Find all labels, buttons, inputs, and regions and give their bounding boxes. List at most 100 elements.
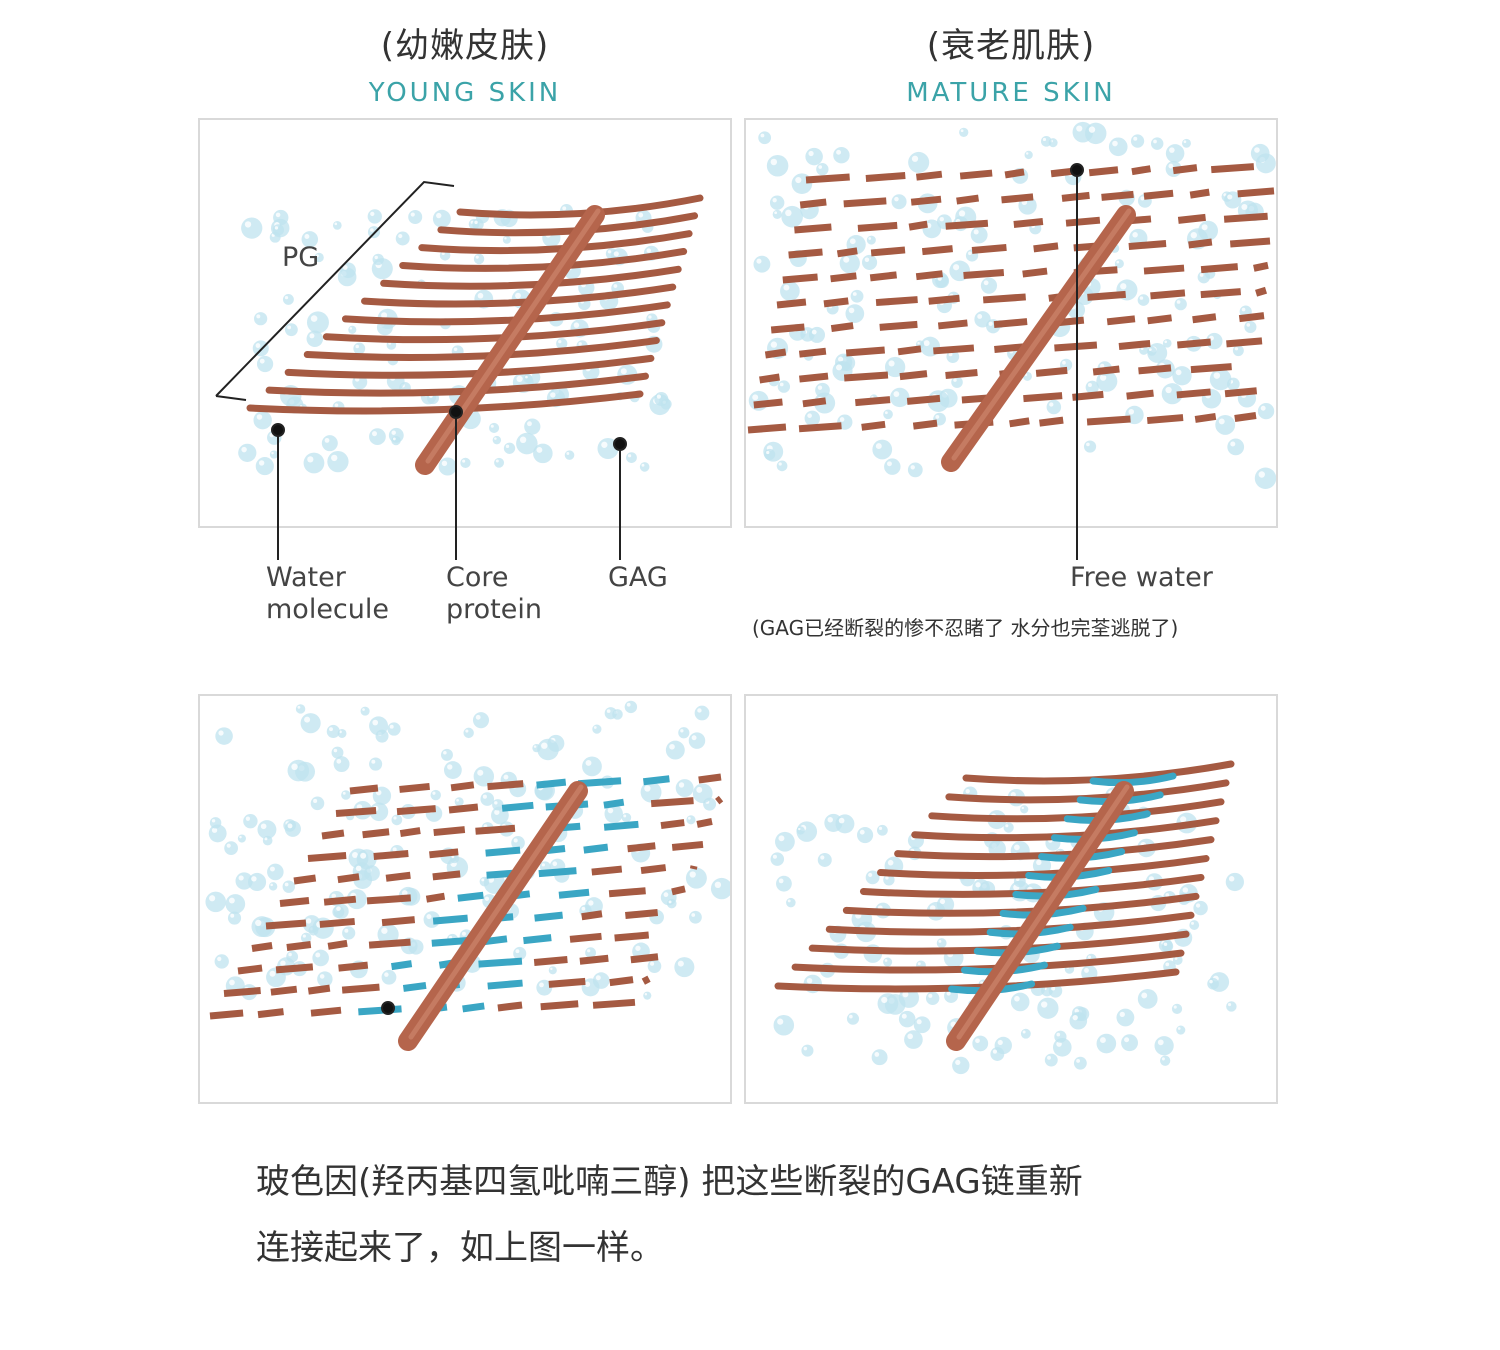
gag-fragment xyxy=(335,807,377,817)
gag-fragment xyxy=(310,1006,342,1017)
gag-fragment xyxy=(879,320,918,331)
gag-fragment xyxy=(794,223,832,234)
gag-fragment xyxy=(1176,388,1211,399)
gag-fragment xyxy=(237,964,263,975)
gag-strand xyxy=(284,354,655,379)
gag-fragment xyxy=(715,795,724,805)
gag-fragment xyxy=(1065,216,1101,227)
gag-fragment xyxy=(937,319,968,330)
gag-fragment xyxy=(627,842,656,853)
gag-fragment xyxy=(321,829,345,840)
gag-strand xyxy=(456,194,704,219)
gag-fragment xyxy=(279,897,310,907)
gag-fragment xyxy=(643,775,670,786)
gag-strand xyxy=(246,390,644,415)
gag-fragment xyxy=(432,914,469,925)
gag-fragment xyxy=(385,871,411,882)
gag-fragment xyxy=(798,347,827,358)
gag-fragment xyxy=(275,963,314,974)
gag-fragment xyxy=(945,369,978,380)
gag-fragment xyxy=(650,797,694,808)
gag-fragment xyxy=(399,782,430,793)
broken-gag-note: (GAG已经断裂的惨不忍睹了 水分也完荃逃脱了) xyxy=(752,616,1179,640)
gag-fragment xyxy=(270,985,298,996)
gag-fragment xyxy=(971,243,1007,254)
gag-fragment xyxy=(1138,364,1172,375)
gag-fragment xyxy=(1143,189,1174,200)
gag-fragment xyxy=(591,865,623,876)
gag-fragment xyxy=(391,960,413,971)
gag-fragment xyxy=(319,917,355,928)
gag-strand xyxy=(418,230,693,255)
gag-fragment xyxy=(1189,188,1210,199)
gag-fragment xyxy=(897,345,922,356)
gag-fragment xyxy=(696,818,713,828)
water-molecule-label: Water molecule xyxy=(266,562,390,625)
gag-fragment xyxy=(538,867,577,878)
gag-fragment xyxy=(1143,264,1185,275)
gag-fragment xyxy=(1229,237,1271,248)
gag-fragment xyxy=(1190,363,1232,374)
gag-fragment xyxy=(1092,365,1120,376)
gag-fragment xyxy=(933,344,975,355)
gag-fragment xyxy=(764,348,787,359)
gag-fragment xyxy=(323,895,357,906)
gag-fragment xyxy=(396,805,436,816)
gag-fragment xyxy=(823,297,849,308)
gag-fragment xyxy=(908,220,928,231)
young-skin-title-en: YOUNG SKIN xyxy=(368,78,562,108)
gag-fragment xyxy=(993,318,1028,329)
gag-fragment xyxy=(257,1008,284,1019)
mature-skin-panel xyxy=(744,118,1278,528)
gag-fragment xyxy=(830,272,857,283)
gag-fragment xyxy=(1226,337,1263,348)
gag-fragment xyxy=(861,420,886,431)
gag-fragment xyxy=(1255,286,1268,297)
gag-fragment xyxy=(485,846,521,857)
restored-pg-diagram xyxy=(770,760,1245,1075)
gag-fragment xyxy=(603,798,625,809)
gag-fragment xyxy=(497,1001,523,1012)
gag-fragment xyxy=(501,801,534,812)
gag-fragment xyxy=(338,961,369,972)
gag-fragment xyxy=(603,820,639,831)
gag-fragment xyxy=(569,932,602,943)
gag-fragment xyxy=(1188,238,1213,249)
gag-fragment xyxy=(341,983,380,994)
gag-fragment xyxy=(1126,389,1154,400)
mature-skin-title-cn: (衰老肌肤) xyxy=(926,26,1096,66)
gag-fragment xyxy=(209,1009,244,1020)
core-protein-label: Core protein xyxy=(446,562,542,625)
body-text-line-2: 连接起来了，如上图一样。 xyxy=(256,1228,664,1268)
gag-fragment xyxy=(799,198,827,209)
gag-fragment xyxy=(487,780,524,791)
gag-fragment xyxy=(843,371,889,382)
gag-fragment xyxy=(1061,191,1090,202)
gag-fragment xyxy=(536,778,567,789)
gag-fragment xyxy=(698,773,722,784)
gag-fragment xyxy=(1238,312,1265,323)
gag-fragment xyxy=(609,976,634,987)
gag-fragment xyxy=(1009,417,1030,428)
gag-strand xyxy=(303,337,660,361)
gag-fragment xyxy=(1194,412,1217,423)
gag-fragment xyxy=(845,346,885,357)
gag-fragment xyxy=(327,939,348,950)
gag-fragment xyxy=(1150,289,1186,300)
gag-fragment xyxy=(558,888,590,899)
young-skin-pg-diagram xyxy=(215,180,704,476)
free-water-label: Free water xyxy=(1070,562,1213,593)
gag-fragment xyxy=(1004,168,1025,179)
gag-fragment xyxy=(915,270,943,281)
gag-label: GAG xyxy=(608,562,668,593)
gag-fragment xyxy=(855,396,891,407)
gag-fragment xyxy=(869,271,898,282)
gag-fragment xyxy=(915,170,943,181)
gag-fragment xyxy=(956,194,980,205)
gag-fragment xyxy=(349,784,379,795)
gag-fragment xyxy=(899,370,928,381)
gag-fragment xyxy=(478,957,523,968)
gag-fragment xyxy=(1177,338,1212,349)
gag-fragment xyxy=(906,394,941,405)
gag-fragment xyxy=(1087,290,1126,301)
